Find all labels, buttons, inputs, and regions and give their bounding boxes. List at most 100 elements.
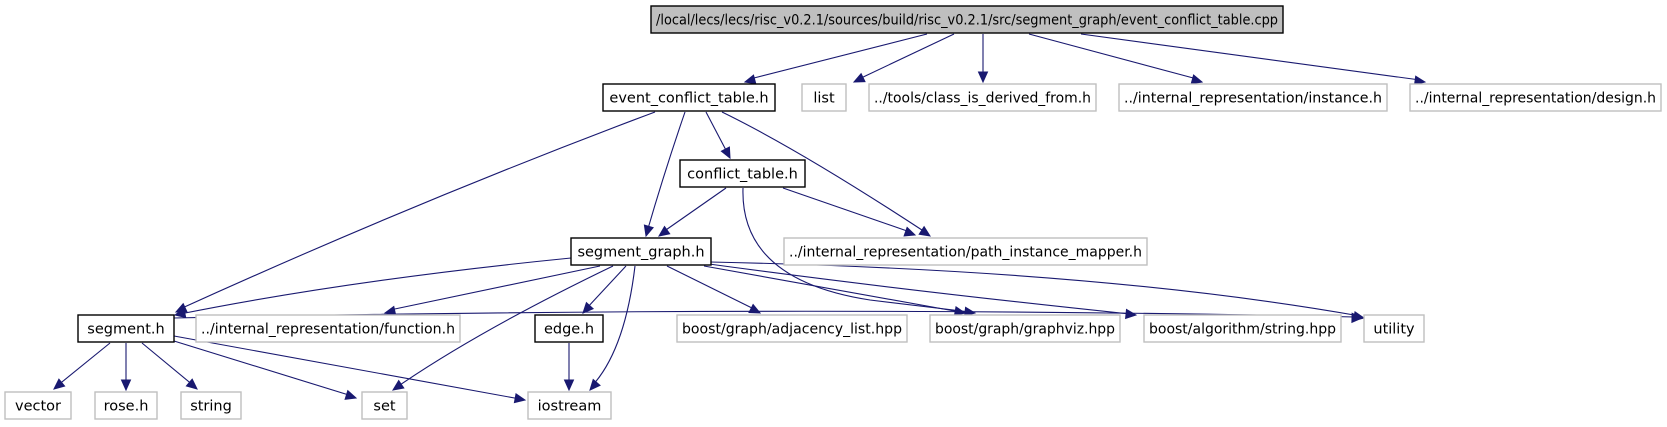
edge-segment_graph_h-to-function_h [383, 265, 601, 316]
node-class-is-derived-from-h: ../tools/class_is_derived_from.h [868, 83, 1097, 112]
edge-edge_h-to-iostream [563, 343, 575, 392]
node-adjacency-list-hpp: boost/graph/adjacency_list.hpp [676, 314, 908, 343]
node-box [801, 83, 847, 112]
edge-arrowhead [53, 378, 66, 390]
edge-arrowhead [918, 225, 932, 237]
edge-arrowhead [173, 307, 187, 319]
node-label: boost/graph/graphviz.hpp [935, 322, 1115, 338]
node-label: conflict_table.h [687, 167, 798, 183]
edge-line [179, 111, 656, 310]
edge-arrowhead [643, 224, 654, 238]
edge-line [389, 265, 601, 311]
edge-arrowhead [1125, 308, 1138, 320]
edge-line [709, 261, 1361, 317]
node-label: iostream [538, 399, 602, 415]
node-box [783, 237, 1148, 266]
node-label: ../tools/class_is_derived_from.h [874, 91, 1091, 107]
edge-arrowhead [589, 378, 601, 391]
edge-event_conflict_table_h-to-segment_h [174, 111, 656, 313]
node-box [1363, 314, 1425, 343]
edge-arrowhead [563, 379, 575, 392]
node-box [1118, 83, 1388, 112]
edge-event_conflict_table_h-to-path_instance_mapper_h [721, 111, 932, 237]
edge-segment_graph_h-to-edge_h [582, 265, 627, 314]
edge-arrowhead [344, 389, 358, 400]
edge-segment_h-to-string [141, 342, 198, 390]
node-conflict-table-h[interactable]: conflict_table.h [679, 159, 806, 188]
node-string-hpp: boost/algorithm/string.hpp [1143, 314, 1342, 343]
node-label: ../internal_representation/path_instance… [789, 245, 1142, 261]
edge-segment_graph_h-to-iostream [589, 265, 636, 391]
node-box [1143, 314, 1342, 343]
edge-arrowhead [852, 72, 866, 83]
edge-line [173, 340, 353, 397]
edge-segment_graph_h-to-string_hpp [708, 263, 1138, 320]
edge-line [662, 187, 727, 233]
edge-arrowhead [658, 225, 671, 237]
node-label: edge.h [544, 322, 594, 338]
edge-segment_h-to-iostream [173, 335, 527, 404]
node-event-conflict-table-h[interactable]: event_conflict_table.h [602, 83, 776, 112]
edge-line [1080, 33, 1421, 81]
node-vector: vector [4, 391, 72, 420]
edge-arrowhead [743, 74, 757, 85]
node-graphviz-hpp: boost/graph/graphviz.hpp [929, 314, 1121, 343]
node-box [180, 391, 242, 420]
edge-line [782, 187, 911, 233]
node-box [868, 83, 1097, 112]
edge-segment_graph_h-to-set [391, 265, 614, 391]
edge-line [141, 342, 195, 387]
edge-line [56, 342, 111, 387]
node-iostream: iostream [527, 391, 612, 420]
edge-conflict_table_h-to-segment_graph_h [658, 187, 727, 237]
node-box [679, 159, 806, 188]
node-label: list [813, 91, 835, 107]
edge-line [858, 33, 955, 80]
node-function-h: ../internal_representation/function.h [195, 314, 461, 343]
node-segment-h[interactable]: segment.h [77, 314, 175, 343]
node-label: vector [15, 399, 61, 415]
edge-line [666, 265, 757, 311]
edge-segment_h-to-rose_h [120, 343, 132, 392]
node-box [77, 314, 175, 343]
edge-arrowhead [1351, 312, 1364, 324]
node-label: utility [1373, 322, 1415, 338]
node-label: set [373, 399, 395, 415]
edge-root-to-class_is_derived_from_h [977, 34, 989, 84]
edge-event_conflict_table_h-to-conflict_table_h [705, 111, 731, 160]
node-label: ../internal_representation/instance.h [1124, 91, 1382, 107]
node-segment-graph-h[interactable]: segment_graph.h [570, 237, 712, 266]
node-label: string [190, 399, 232, 415]
edge-line [585, 265, 627, 310]
edge-line [705, 111, 729, 155]
edge-segment_h-to-set [173, 340, 358, 400]
edge-root-to-instance_h [1028, 33, 1204, 85]
node-edge-h[interactable]: edge.h [534, 314, 604, 343]
node-label: ../internal_representation/function.h [201, 322, 455, 338]
node-label: ../internal_representation/design.h [1415, 91, 1656, 107]
node-label: boost/graph/adjacency_list.hpp [682, 322, 902, 338]
edge-root-to-design_h [1080, 33, 1427, 86]
edge-conflict_table_h-to-path_instance_mapper_h [782, 187, 917, 237]
edge-line [173, 335, 521, 400]
node-label: event_conflict_table.h [609, 91, 768, 107]
edge-line [708, 263, 1131, 315]
edge-arrowhead [720, 146, 731, 160]
node-list: list [801, 83, 847, 112]
node-path-instance-mapper-h: ../internal_representation/path_instance… [783, 237, 1148, 266]
edge-line [721, 111, 926, 233]
node-label: segment_graph.h [577, 245, 704, 261]
node-box [929, 314, 1121, 343]
node-box [534, 314, 604, 343]
node-rose-h: rose.h [94, 391, 158, 420]
edge-line [179, 257, 572, 315]
node-box [1409, 83, 1662, 112]
edge-event_conflict_table_h-to-segment_graph_h [643, 111, 686, 238]
node-label: boost/algorithm/string.hpp [1149, 322, 1336, 338]
edge-line [396, 265, 614, 388]
node-box [602, 83, 776, 112]
edge-line [703, 265, 961, 313]
edge-line [1028, 33, 1198, 80]
edge-root-to-event_conflict_table_h [743, 33, 928, 85]
edge-line [591, 265, 636, 387]
